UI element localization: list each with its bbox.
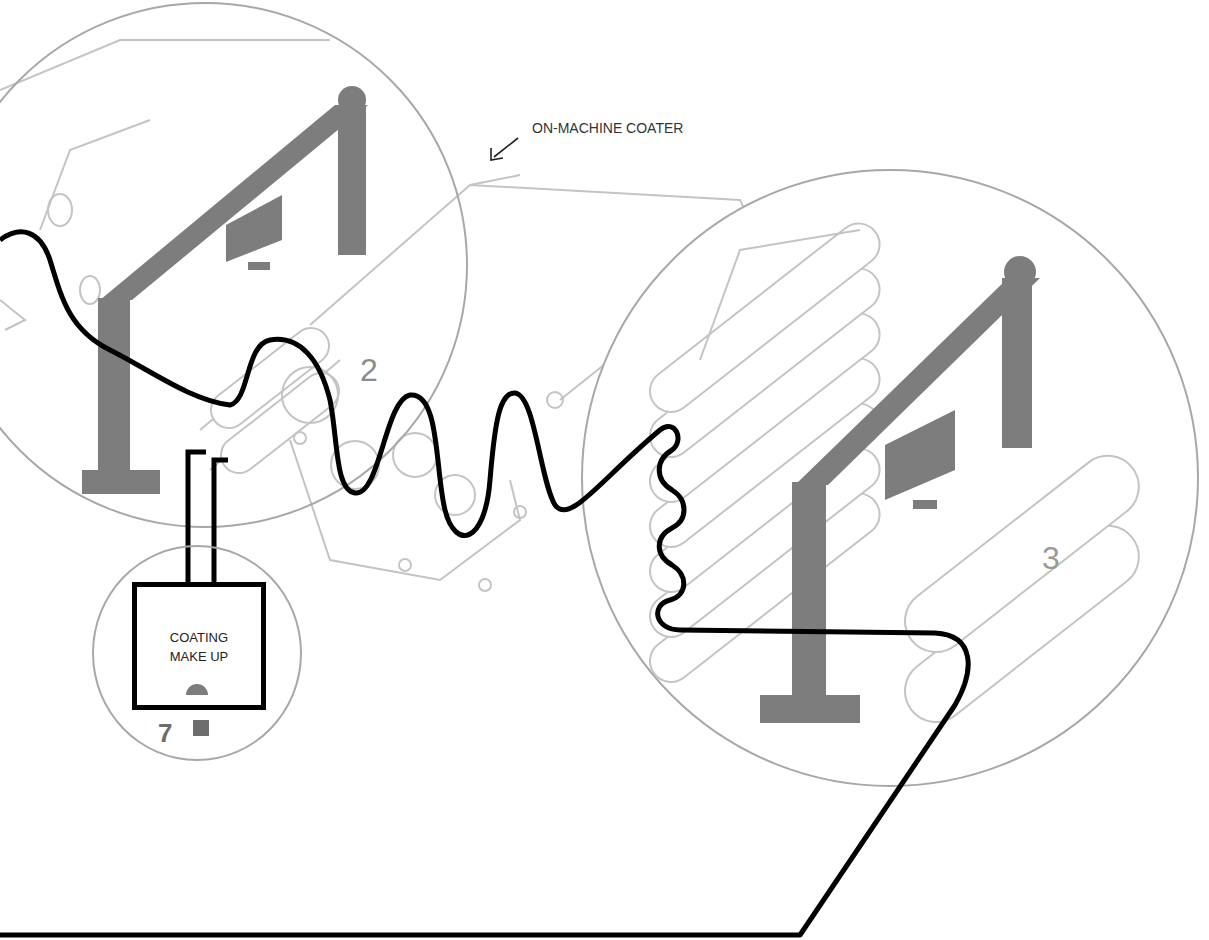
- process-box: COATING MAKE UP: [132, 582, 266, 710]
- detail-circle: [0, 3, 467, 527]
- box-label: COATING MAKE UP: [153, 629, 245, 667]
- callout-label: ON-MACHINE COATER: [532, 120, 683, 136]
- paper-web: [0, 232, 968, 935]
- pump-symbol: [186, 684, 208, 695]
- detail-circle: [582, 170, 1198, 786]
- coating-pipe: [188, 452, 228, 584]
- callout-number: 3: [1042, 540, 1060, 577]
- detail-circle: 7 COATING MAKE UP: [92, 545, 302, 761]
- roll-stack: [642, 215, 1152, 735]
- callout-number: 2: [360, 352, 378, 389]
- square-symbol: [193, 720, 209, 736]
- leader-arrow: [491, 138, 518, 160]
- callout-number: 7: [158, 715, 172, 753]
